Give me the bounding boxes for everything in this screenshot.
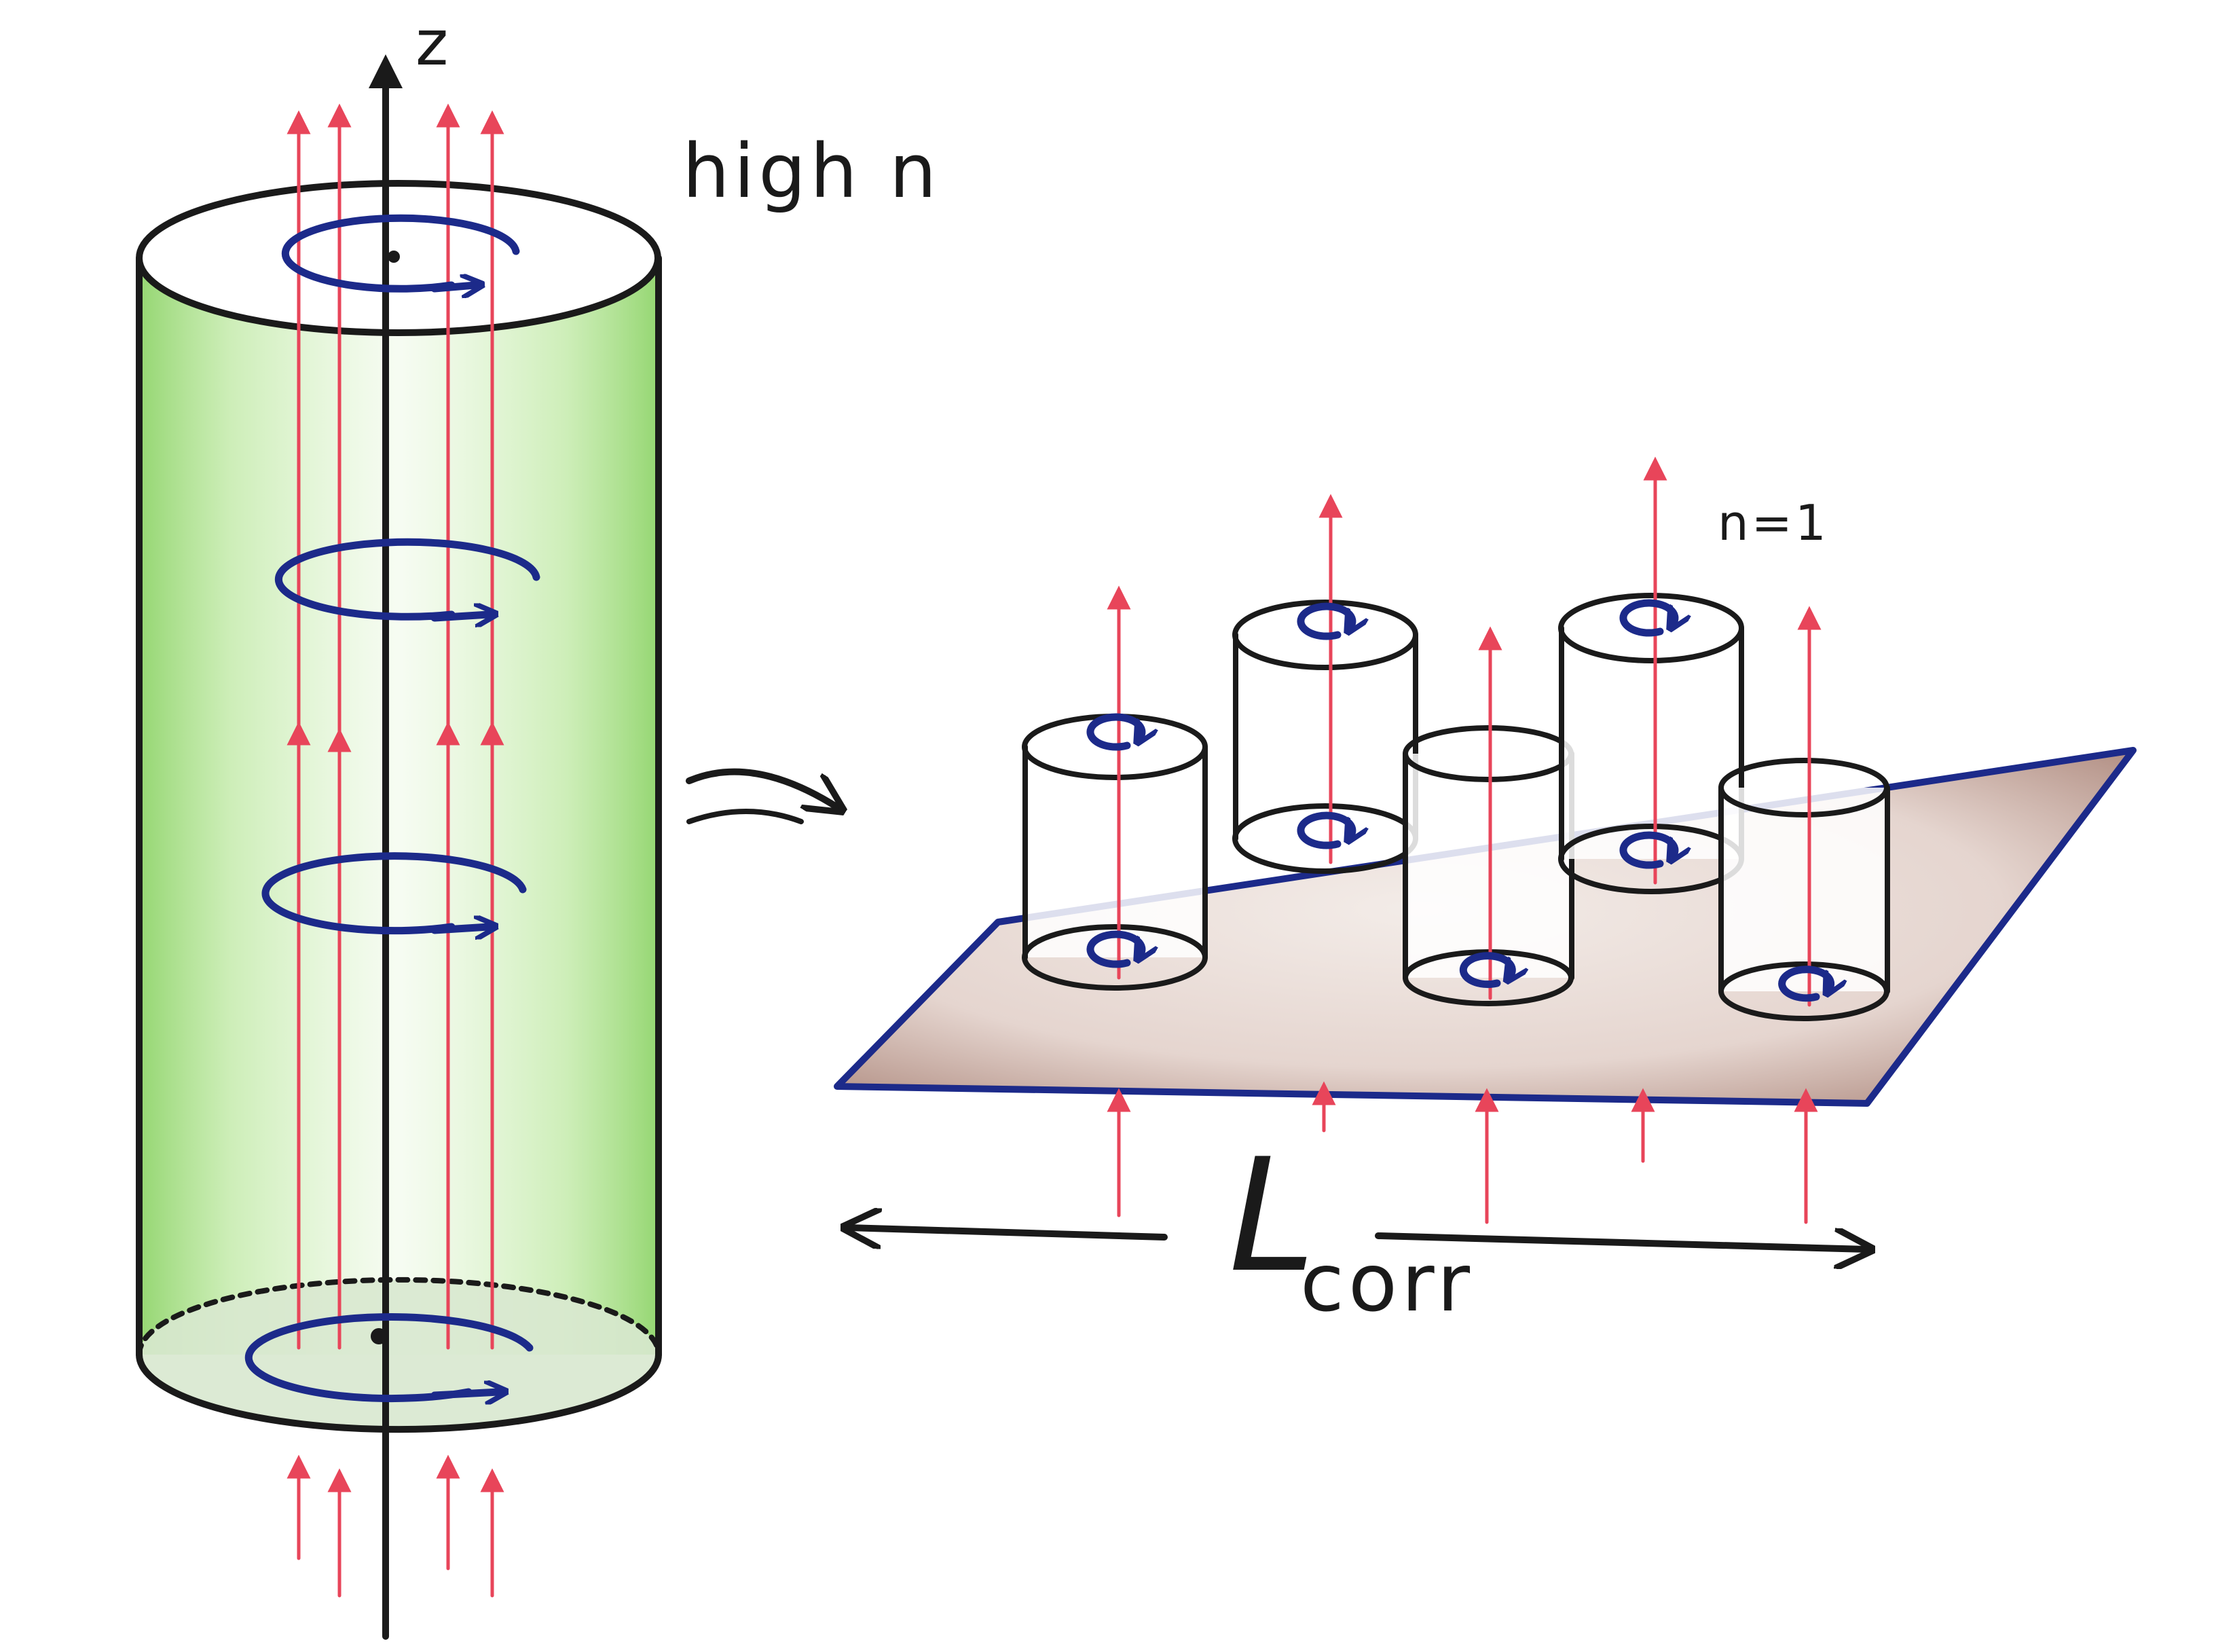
z-axis-label: z bbox=[416, 7, 448, 79]
high-n-flux-tube: z bbox=[136, 7, 662, 1640]
vortex-circulation-loops bbox=[244, 214, 540, 1399]
high-n-label: high n bbox=[682, 128, 941, 215]
vortex-tube bbox=[1022, 585, 1208, 991]
cylinder-top-rim bbox=[136, 180, 661, 336]
correlation-length-symbol: L bbox=[1229, 1126, 1316, 1307]
circulation-arrow bbox=[274, 538, 540, 618]
cylinder-bottom-rim-back bbox=[136, 1277, 661, 1357]
n-equals-1-label: n=1 bbox=[1718, 494, 1829, 551]
circulation-arrow bbox=[281, 214, 520, 289]
vortex-tube bbox=[1558, 456, 1744, 894]
vortex-tube bbox=[1403, 626, 1574, 1006]
double-headed-arrow-icon bbox=[849, 1228, 1867, 1249]
arrow-right-curved-icon bbox=[686, 768, 838, 808]
n1-vortex-lattice bbox=[834, 456, 2137, 1224]
arrow-right-curved-icon-tail bbox=[686, 809, 804, 824]
circulation-arrow bbox=[244, 1313, 534, 1399]
cylinder-body-shading bbox=[139, 258, 659, 1355]
circulation-arrow bbox=[261, 852, 527, 931]
magnetic-field-lines bbox=[287, 103, 504, 1598]
incoming-field-lines-below-plane bbox=[1107, 1081, 1818, 1224]
axis-top-point bbox=[388, 251, 400, 263]
cylinder-bottom-face bbox=[139, 1280, 658, 1429]
cylinder-bottom-rim-front bbox=[136, 1351, 662, 1433]
vortex-tube bbox=[1718, 606, 1890, 1021]
vortex-tube bbox=[1232, 494, 1418, 874]
correlation-length-subscript: corr bbox=[1300, 1236, 1474, 1329]
axis-bottom-point bbox=[371, 1328, 387, 1344]
